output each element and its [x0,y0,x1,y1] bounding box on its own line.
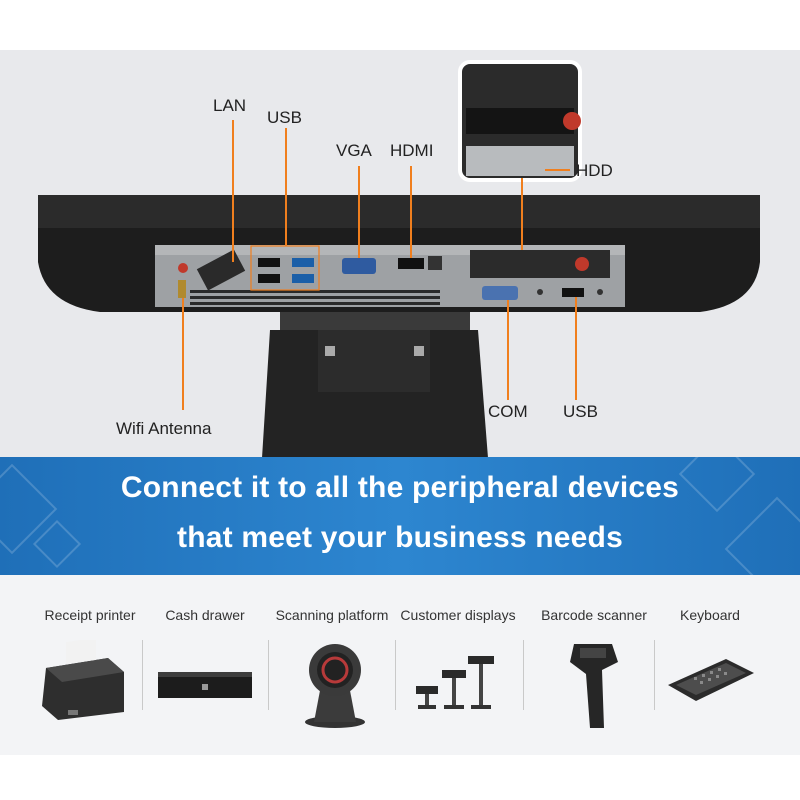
divider [523,640,524,710]
barcode-scanner-icon [570,644,618,728]
banner-headline-line2: that meet your business needs [177,521,623,554]
cash-drawer-icon [158,672,252,698]
vga-label: VGA [336,141,372,160]
pos-terminal-illustration [38,60,760,458]
peripheral-label-receipt-printer: Receipt printer [44,607,136,623]
divider [142,640,143,710]
peripherals-section [0,575,800,755]
receipt-printer-icon [42,640,124,720]
wifi-antenna-label: Wifi Antenna [116,419,212,438]
lan-label: LAN [213,96,247,115]
promo-banner: Connect it to all the peripheral devices… [0,457,800,575]
com-label: COM [488,402,528,421]
peripheral-label-barcode-scanner: Barcode scanner [541,607,647,623]
peripheral-label-keyboard: Keyboard [680,607,740,623]
divider [395,640,396,710]
hdd-label: HDD [576,161,613,180]
keyboard-icon [668,659,754,701]
hdmi-label: HDMI [390,141,434,160]
usb-bottom-label: USB [563,402,598,421]
banner-headline-line1: Connect it to all the peripheral devices [120,471,680,504]
scanning-platform-icon [305,644,365,728]
peripheral-label-customer-displays: Customer displays [400,607,516,623]
usb-top-label: USB [267,108,302,127]
customer-displays-icon [416,656,494,709]
peripheral-label-scanning-platform: Scanning platform [275,607,389,623]
divider [268,640,269,710]
peripheral-label-cash-drawer: Cash drawer [165,607,245,623]
divider [654,640,655,710]
